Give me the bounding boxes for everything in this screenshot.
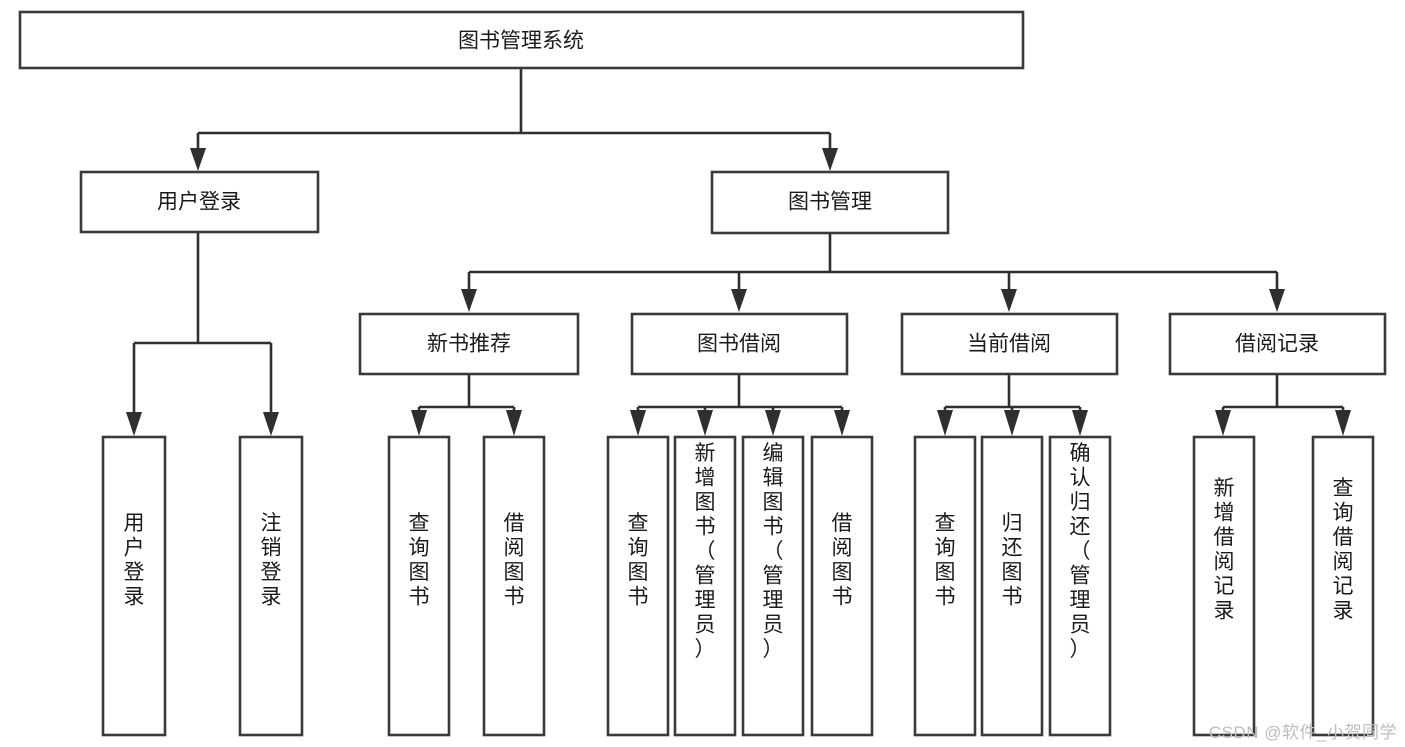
leaf-node-logout-label: 注销登录 — [261, 512, 282, 609]
connector-root-to-level1 — [190, 68, 838, 171]
node-borrow-records-box[interactable] — [1168, 312, 1387, 376]
arrowhead-leaf-5 — [630, 410, 646, 436]
arrowhead-current — [1001, 289, 1017, 312]
leaf-node-borrow-book-borrow-box[interactable] — [810, 435, 874, 737]
connector-borrow-to-leaves — [630, 374, 850, 436]
node-new-book-recommend[interactable]: 新书推荐 — [358, 312, 580, 376]
leaf-node-user-login-label: 用户登录 — [124, 512, 145, 609]
arrowhead-leaf-6 — [697, 410, 713, 436]
leaf-node-return-book[interactable]: 归还图书 — [980, 435, 1044, 737]
leaf-node-user-login-box[interactable] — [101, 435, 167, 737]
leaf-node-add-book-admin-label: 新增图书（管理员） — [695, 442, 716, 661]
arrowhead-book-mgmt — [822, 148, 838, 171]
node-book-borrow-box[interactable] — [630, 312, 849, 376]
node-current-borrow-label: 当前借阅 — [967, 333, 1051, 356]
leaf-node-query-book-borrow-label: 查询图书 — [628, 512, 649, 609]
leaf-node-confirm-return-admin[interactable]: 确认归还（管理员） — [1048, 435, 1112, 737]
arrowhead-leaf-2 — [263, 412, 279, 436]
leaf-node-borrow-book-borrow[interactable]: 借阅图书 — [810, 435, 874, 737]
leaf-node-return-book-label: 归还图书 — [1002, 512, 1023, 609]
leaf-node-add-book-admin[interactable]: 新增图书（管理员） — [673, 435, 737, 737]
leaf-node-edit-book-admin[interactable]: 编辑图书（管理员） — [741, 435, 805, 737]
arrowhead-leaf-9 — [937, 410, 953, 436]
arrowhead-leaf-3 — [411, 410, 427, 436]
arrowhead-leaf-10 — [1004, 410, 1020, 436]
node-current-borrow[interactable]: 当前借阅 — [900, 312, 1119, 376]
node-new-book-recommend-box[interactable] — [358, 312, 580, 376]
leaf-node-confirm-return-admin-box[interactable] — [1048, 435, 1112, 737]
arrowhead-leaf-11 — [1072, 410, 1088, 436]
arrowhead-leaf-4 — [506, 410, 522, 436]
leaf-node-query-book-current-box[interactable] — [913, 435, 977, 737]
arrowhead-leaf-13 — [1335, 410, 1351, 436]
arrowhead-leaf-1 — [126, 412, 142, 436]
leaf-node-edit-book-admin-label: 编辑图书（管理员） — [763, 442, 784, 661]
leaf-node-add-book-admin-box[interactable] — [673, 435, 737, 737]
leaf-node-borrow-book-borrow-label: 借阅图书 — [832, 512, 853, 609]
leaf-node-return-book-box[interactable] — [980, 435, 1044, 737]
arrowhead-newbook — [461, 289, 477, 312]
node-book-management-box[interactable] — [710, 170, 950, 235]
node-book-management[interactable]: 图书管理 — [710, 170, 950, 235]
connector-records-to-leaves — [1215, 374, 1351, 436]
leaf-node-borrow-book-recommend[interactable]: 借阅图书 — [482, 435, 546, 737]
node-user-login[interactable]: 用户登录 — [79, 170, 320, 234]
leaf-node-query-book-current[interactable]: 查询图书 — [913, 435, 977, 737]
csdn-watermark: CSDN @软件_小贺同学 — [1208, 723, 1397, 742]
leaf-node-logout[interactable]: 注销登录 — [238, 435, 304, 737]
node-borrow-records[interactable]: 借阅记录 — [1168, 312, 1387, 376]
leaf-node-query-borrow-record-label: 查询借阅记录 — [1333, 477, 1354, 623]
leaf-node-edit-book-admin-box[interactable] — [741, 435, 805, 737]
leaf-node-add-borrow-record-box[interactable] — [1192, 435, 1256, 737]
leaf-node-query-book-recommend-label: 查询图书 — [409, 512, 430, 609]
arrowhead-leaf-12 — [1215, 410, 1231, 436]
leaf-node-add-borrow-record-label: 新增借阅记录 — [1214, 477, 1235, 623]
arrowhead-records — [1269, 289, 1285, 312]
connector-bookmgmt-to-level2 — [461, 233, 1285, 312]
node-user-login-label: 用户登录 — [157, 191, 241, 214]
arrowhead-leaf-8 — [834, 410, 850, 436]
node-current-borrow-box[interactable] — [900, 312, 1119, 376]
node-root-system-label: 图书管理系统 — [458, 30, 584, 53]
connector-newbook-to-leaves — [411, 374, 522, 436]
node-user-login-box[interactable] — [79, 170, 320, 234]
node-book-management-label: 图书管理 — [788, 191, 872, 214]
node-new-book-recommend-label: 新书推荐 — [427, 333, 511, 356]
node-root-system[interactable]: 图书管理系统 — [18, 10, 1025, 70]
leaf-node-query-book-recommend[interactable]: 查询图书 — [387, 435, 451, 737]
node-book-borrow[interactable]: 图书借阅 — [630, 312, 849, 376]
node-borrow-records-label: 借阅记录 — [1235, 333, 1319, 356]
node-root-system-box[interactable] — [18, 10, 1025, 70]
leaf-node-query-book-borrow-box[interactable] — [606, 435, 670, 737]
leaf-node-borrow-book-recommend-box[interactable] — [482, 435, 546, 737]
leaf-node-query-book-borrow[interactable]: 查询图书 — [606, 435, 670, 737]
leaf-node-query-borrow-record[interactable]: 查询借阅记录 — [1311, 435, 1375, 737]
leaf-node-query-book-recommend-box[interactable] — [387, 435, 451, 737]
arrowhead-borrow — [731, 289, 747, 312]
leaf-node-user-login[interactable]: 用户登录 — [101, 435, 167, 737]
arrowhead-leaf-7 — [765, 410, 781, 436]
leaf-node-query-borrow-record-box[interactable] — [1311, 435, 1375, 737]
leaf-node-confirm-return-admin-label: 确认归还（管理员） — [1070, 442, 1091, 661]
arrowhead-user-login — [190, 148, 206, 171]
leaf-node-logout-box[interactable] — [238, 435, 304, 737]
leaf-node-borrow-book-recommend-label: 借阅图书 — [504, 512, 525, 609]
leaf-node-query-book-current-label: 查询图书 — [935, 512, 956, 609]
leaf-node-add-borrow-record[interactable]: 新增借阅记录 — [1192, 435, 1256, 737]
node-book-borrow-label: 图书借阅 — [697, 333, 781, 356]
connector-current-to-leaves — [937, 374, 1088, 436]
connector-userlogin-to-leaves — [126, 232, 279, 436]
